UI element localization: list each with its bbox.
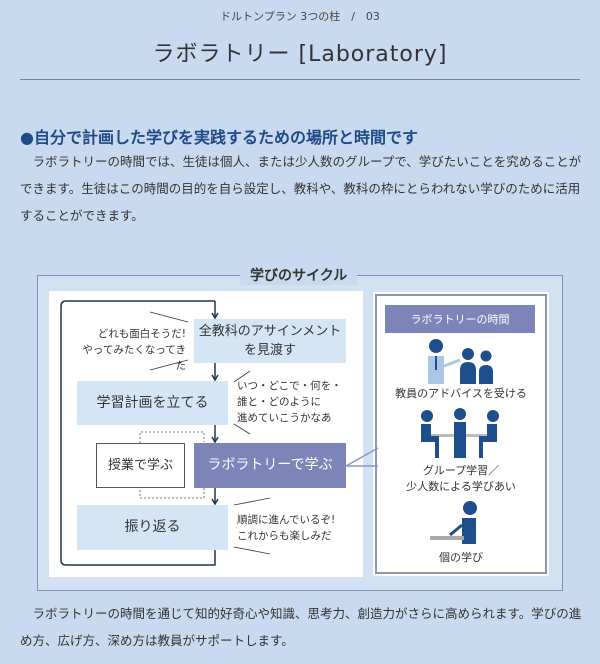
lab-time-panel (373, 292, 549, 576)
step-survey-assignments: 全教科のアサインメントを見渡す (194, 319, 346, 363)
lab-panel-header: ラボラトリーの時間 (385, 305, 535, 333)
step-learn-in-class: 授業で学ぶ (96, 443, 185, 488)
speech-line: いつ・どこで・何を・ (237, 380, 342, 392)
speech-line: 順調に進んでいるぞ! (237, 514, 336, 526)
group-label-line: グループ学習／ (422, 464, 500, 477)
speech-plan: いつ・どこで・何を・誰と・どのように進めていこうかなあ (237, 378, 342, 426)
section-heading: ●自分で計画した学びを実践するための場所と時間です (20, 128, 418, 147)
cycle-title: 学びのサイクル (240, 265, 358, 285)
speech-survey: どれも面白そうだ! やってみたくなってきた (76, 326, 186, 374)
speech-line: 進めていこうかなあ (237, 412, 332, 424)
speech-line: 誰と・どのように (237, 396, 321, 408)
intro-paragraph: ラボラトリーの時間では、生徒は個人、または少人数のグループで、学びたいことを究め… (20, 154, 582, 223)
group-label-line: 少人数による学びあい (406, 480, 516, 493)
individual-label: 個の学び (439, 551, 483, 564)
page-title: ラボラトリー [Laboratory] (152, 42, 448, 67)
step-learn-in-lab: ラボラトリーで学ぶ (194, 443, 346, 488)
speech-reflect: 順調に進んでいるぞ! これからも楽しみだ (237, 512, 335, 544)
speech-line: これからも楽しみだ (237, 530, 332, 542)
outro-paragraph: ラボラトリーの時間を通じて知的好奇心や知識、思考力、創造力がさらに高められます。… (20, 606, 582, 648)
step-make-plan: 学習計画を立てる (77, 381, 228, 425)
title-divider (20, 79, 580, 80)
group-label: グループ学習／ 少人数による学びあい (375, 463, 547, 495)
series-label: ドルトンプラン 3つの柱 / 03 (220, 10, 380, 23)
speech-line: どれも面白そうだ! (97, 328, 186, 340)
advice-label: 教員のアドバイスを受ける (395, 387, 527, 400)
step-reflect: 振り返る (77, 505, 228, 550)
speech-line: やってみたくなってきた (82, 344, 186, 372)
